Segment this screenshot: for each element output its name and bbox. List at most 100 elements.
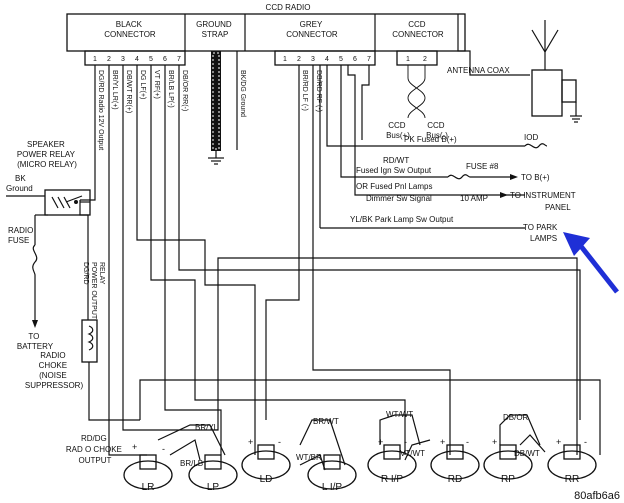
black-pin-4: 4: [135, 56, 139, 63]
wire-dbor-label: DB/OR: [503, 413, 529, 422]
radio-box: [66, 13, 466, 52]
grey-pin-1: 1: [283, 56, 287, 63]
grey-connector-pins: [274, 50, 376, 66]
choke-output-label: RD/DG RAD O CHOKE OUTPUT: [66, 434, 124, 465]
rd-plus-sign: +: [440, 437, 445, 447]
ccd-bus-negative: CCD Bus(-): [426, 121, 448, 140]
rdwt-label: RD/WT: [383, 156, 409, 165]
svg-text:RELAY: RELAY: [98, 262, 105, 285]
radio-fuse-label: RADIO FUSE: [8, 226, 36, 245]
black-pin-6: 6: [163, 56, 167, 63]
wire-wtbr-label: WT/BR: [296, 453, 322, 462]
rd-minus-sign: -: [466, 437, 469, 447]
black-connector-label: BLACK CONNECTOR: [104, 20, 156, 39]
to-b-label: TO B(+): [521, 173, 550, 182]
radio-title: CCD RADIO: [266, 3, 311, 12]
black-pin-2: 2: [107, 56, 111, 63]
to-instrument-arrow-icon: [500, 192, 508, 198]
ccd-pin-2: 2: [423, 56, 427, 63]
speaker-rd: RD: [430, 444, 480, 485]
ground-strap: [208, 51, 238, 165]
lr-minus-sign: -: [162, 444, 165, 454]
choke-label: RADIO CHOKE (NOISE SUPPRESSOR): [25, 351, 84, 390]
speaker-relay-label: SPEAKER POWER RELAY (MICRO RELAY): [17, 140, 77, 169]
wire-pin4-label: DG LF(+): [139, 70, 146, 99]
fuse8-label: FUSE #8: [466, 162, 499, 171]
pk-fused-label: PK Fused B(+): [404, 135, 457, 144]
wire-bryl-label: BR/YL: [195, 423, 219, 432]
svg-text:R I/P: R I/P: [381, 474, 404, 485]
relay-icon: [6, 189, 91, 245]
speaker-crossover-wires: [157, 414, 546, 471]
antenna-icon: [457, 14, 582, 123]
iod-label: IOD: [524, 133, 538, 142]
svg-text:LR: LR: [142, 482, 155, 493]
svg-text:L I/P: L I/P: [322, 482, 343, 493]
to-park-lamps-label: TO PARK LAMPS: [523, 223, 560, 243]
lr-plus-sign: +: [132, 442, 137, 452]
svg-text:POWER OUTPUT: POWER OUTPUT: [90, 262, 97, 320]
black-connector-wires: [80, 65, 581, 456]
speaker-lip: L I/P: [307, 454, 357, 493]
grey-wire-3-label: DB/RD RF (-): [315, 70, 322, 112]
grey-wire-2-label: BR/RD LF (-): [301, 70, 308, 111]
rr-plus-sign: +: [556, 437, 561, 447]
grey-pin-6: 6: [353, 56, 357, 63]
ground-strap-label: GROUND STRAP: [196, 20, 234, 39]
grey-pin-5: 5: [339, 56, 343, 63]
black-connector-pins: [84, 50, 186, 66]
choke-output-bus: [139, 379, 601, 455]
wire-vtwt-label: VT/WT: [400, 449, 425, 458]
grey-pin-2: 2: [297, 56, 301, 63]
radio-fuse-icon: [32, 244, 38, 320]
ign-output-label: Fused Ign Sw Output: [356, 166, 432, 175]
svg-text:LD: LD: [260, 474, 273, 485]
black-pin-5: 5: [149, 56, 153, 63]
ground-wire-label: BK/DG Ground: [239, 70, 246, 117]
to-battery-label: TO BATTERY: [17, 332, 54, 351]
iod-fuse-icon: [524, 143, 548, 149]
to-battery-arrow-icon: [32, 320, 38, 328]
wire-dbwt-label: DB/WT: [514, 449, 540, 458]
ylbk-label: YL/BK Park Lamp Sw Output: [350, 215, 454, 224]
rip-minus-sign: -: [404, 437, 407, 447]
bk-ground-label: BK Ground: [6, 174, 33, 193]
callout-arrow-icon: [563, 232, 619, 294]
to-instrument-label: TO INSTRUMENT PANEL: [510, 191, 578, 212]
grey-connector-label: GREY CONNECTOR: [286, 20, 338, 39]
ref-code: 80afb6a6: [574, 490, 620, 502]
wire-pin7-label: DB/OR RR(-): [181, 70, 188, 111]
ccd-twisted-pair: [407, 65, 426, 119]
black-pin-1: 1: [93, 56, 97, 63]
black-pin-7: 7: [177, 56, 181, 63]
wire-pin1-label: DG/RD Radio 12V Output: [97, 70, 104, 150]
wire-brlb-label: BR/LB: [180, 459, 203, 468]
wire-pin5-label: VT RF(+): [153, 70, 160, 99]
ld-plus-sign: +: [248, 437, 253, 447]
wire-pin6-label: BR/LB LP(-): [167, 70, 174, 108]
or-fused-label: OR Fused Pnl Lamps: [356, 182, 432, 191]
choke-icon: [81, 319, 140, 421]
wire-wtwt-label: WT/WT: [386, 410, 413, 419]
rr-minus-sign: -: [584, 437, 587, 447]
ccd-pin-1: 1: [406, 56, 410, 63]
wire-brwt-label: BR/WT: [313, 417, 339, 426]
grey-pin-4: 4: [325, 56, 329, 63]
speaker-lp: LP: [188, 454, 238, 493]
antenna-coax-label: ANTENNA COAX: [447, 66, 510, 75]
wire-pin3-label: DB/WT RR(+): [125, 70, 132, 113]
svg-text:RP: RP: [501, 474, 515, 485]
dgrd-relay-label: DG/RD: [82, 262, 89, 285]
speaker-rp: RP: [483, 444, 533, 485]
svg-text:RD: RD: [448, 474, 462, 485]
wire-pin2-label: BR/YL LR(+): [111, 70, 118, 110]
svg-text:RR: RR: [565, 474, 579, 485]
rip-plus-sign: +: [378, 437, 383, 447]
speaker-rip: R I/P: [367, 444, 417, 485]
amp-label: 10 AMP: [460, 194, 488, 203]
dimmer-label: Dimmer Sw Signal: [366, 194, 432, 203]
ld-minus-sign: -: [278, 437, 281, 447]
grey-pin-3: 3: [311, 56, 315, 63]
ccd-connector-label: CCD CONNECTOR: [392, 20, 444, 39]
